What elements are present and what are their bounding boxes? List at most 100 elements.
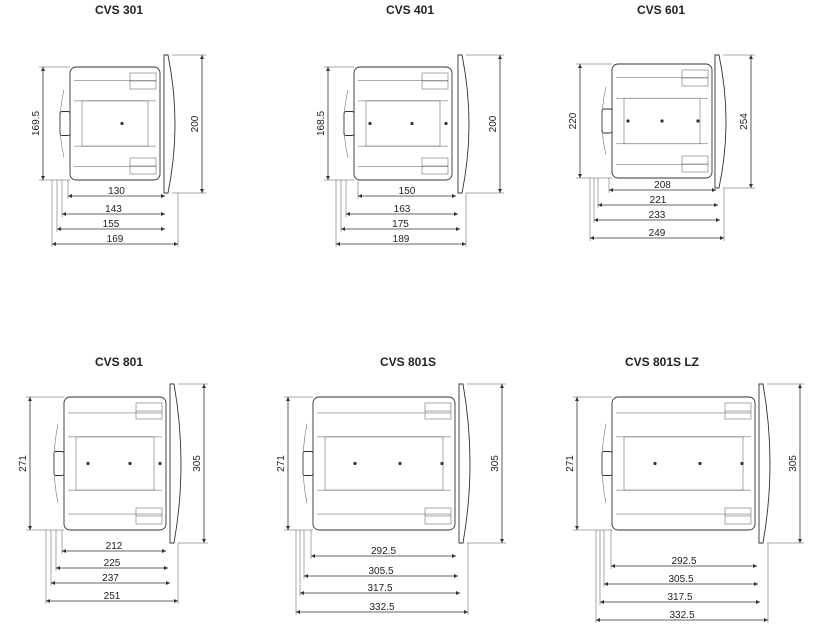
arrow-head xyxy=(716,218,720,222)
arrow-head xyxy=(326,176,330,180)
arrow-head xyxy=(720,236,724,240)
width-dimension-label: 189 xyxy=(393,234,410,245)
arrow-head xyxy=(336,242,340,246)
arrow-head xyxy=(754,582,758,586)
speaker-can xyxy=(312,396,456,531)
arrow-head xyxy=(462,242,466,246)
arrow-head xyxy=(68,194,72,198)
arrow-head xyxy=(452,554,456,558)
arrow-head xyxy=(62,212,66,216)
width-dimension-label: 233 xyxy=(649,210,666,221)
arrow-head xyxy=(756,600,760,604)
width-dimension-label: 249 xyxy=(649,228,666,239)
width-dimension-label: 150 xyxy=(399,186,416,197)
arrow-head xyxy=(41,67,45,71)
width-dimension-label: 292.5 xyxy=(371,546,396,557)
arrow-head xyxy=(753,564,757,568)
arrow-head xyxy=(166,581,170,585)
width-dimension-label: 332.5 xyxy=(369,602,394,613)
cable-guide xyxy=(343,89,349,158)
width-dimension-label: 251 xyxy=(104,591,121,602)
width-dimension-label: 221 xyxy=(650,195,667,206)
arrow-head xyxy=(590,236,594,240)
arrow-head xyxy=(798,539,802,543)
can-recess xyxy=(75,436,155,491)
front-baffle xyxy=(714,54,727,189)
arrow-head xyxy=(200,55,204,59)
arrow-head xyxy=(311,554,315,558)
height-dimension-label: 200 xyxy=(190,115,201,132)
arrow-head xyxy=(764,618,768,622)
arrow-head xyxy=(52,242,56,246)
arrow-head xyxy=(749,55,753,59)
arrow-head xyxy=(749,184,753,188)
cable-guide xyxy=(601,423,607,504)
arrow-head xyxy=(41,176,45,180)
terminal-block xyxy=(343,111,355,136)
arrow-head xyxy=(500,539,504,543)
arrow-head xyxy=(500,384,504,388)
cable-guide xyxy=(601,86,607,156)
arrow-head xyxy=(300,591,304,595)
height-dimension-label: 305 xyxy=(788,455,799,472)
arrow-head xyxy=(358,194,362,198)
arrow-head xyxy=(28,397,32,401)
arrow-head xyxy=(456,227,460,231)
height-dimension-label: 254 xyxy=(739,113,750,130)
arrow-head xyxy=(498,55,502,59)
model-title: CVS 801S xyxy=(380,355,436,369)
speaker-can xyxy=(69,66,161,181)
arrow-head xyxy=(454,212,458,216)
cable-guide xyxy=(59,89,65,158)
height-dimension-label: 271 xyxy=(276,455,287,472)
arrow-head xyxy=(56,566,60,570)
model-title: CVS 301 xyxy=(95,3,143,17)
screw-dot xyxy=(653,461,657,466)
arrow-head xyxy=(174,242,178,246)
arrow-head xyxy=(598,203,602,207)
arrow-head xyxy=(326,67,330,71)
front-baffle xyxy=(758,383,771,544)
can-recess xyxy=(623,97,701,145)
arrow-head xyxy=(604,582,608,586)
arrow-head xyxy=(456,591,460,595)
arrow-head xyxy=(454,574,458,578)
arrow-head xyxy=(286,526,290,530)
width-dimension-label: 143 xyxy=(105,204,122,215)
width-dimension-label: 292.5 xyxy=(671,556,696,567)
arrow-head xyxy=(578,64,582,68)
height-dimension-label: 271 xyxy=(18,455,29,472)
model-title: CVS 401 xyxy=(386,3,434,17)
screw-dot xyxy=(86,461,90,466)
terminal-block xyxy=(302,451,314,476)
arrow-head xyxy=(609,188,613,192)
model-title: CVS 601 xyxy=(637,3,685,17)
screw-dot xyxy=(440,461,444,466)
model-title: CVS 801S LZ xyxy=(625,355,699,369)
arrow-head xyxy=(714,203,718,207)
terminal-block xyxy=(601,108,613,134)
arrow-head xyxy=(51,581,55,585)
terminal-block xyxy=(601,451,613,476)
arrow-head xyxy=(200,189,204,193)
arrow-head xyxy=(202,539,206,543)
speaker-can xyxy=(63,396,167,531)
arrow-head xyxy=(596,618,600,622)
width-dimension-label: 130 xyxy=(108,186,125,197)
screw-dot xyxy=(410,121,414,126)
arrow-head xyxy=(798,384,802,388)
arrow-head xyxy=(452,194,456,198)
width-dimension-label: 305.5 xyxy=(368,566,393,577)
front-baffle xyxy=(457,54,470,194)
width-dimension-label: 237 xyxy=(102,573,119,584)
height-dimension-label: 305 xyxy=(192,455,203,472)
width-dimension-label: 225 xyxy=(104,558,121,569)
arrow-head xyxy=(464,610,468,614)
front-baffle xyxy=(163,54,176,194)
arrow-head xyxy=(161,194,165,198)
front-baffle xyxy=(169,383,182,544)
